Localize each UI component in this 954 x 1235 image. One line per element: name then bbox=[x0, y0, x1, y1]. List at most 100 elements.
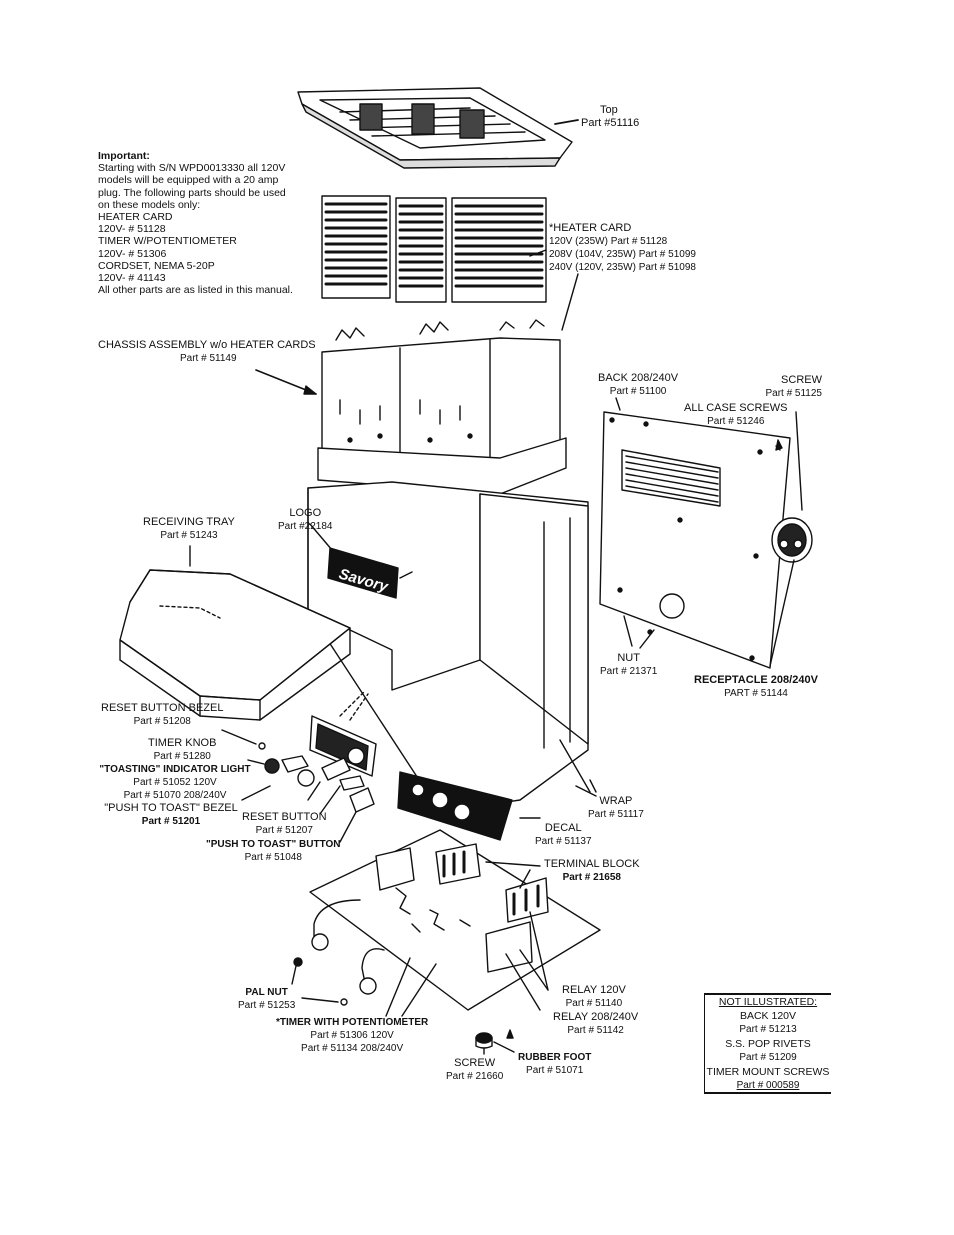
nut-part: Part # 21371 bbox=[600, 666, 658, 677]
receptacle-drawing bbox=[769, 411, 813, 667]
important-line: 120V- # 51306 bbox=[98, 247, 167, 260]
logo-name: LOGO bbox=[289, 507, 322, 519]
label-screw-top: SCREW Part # 51125 bbox=[752, 374, 822, 400]
not-illustrated-box: NOT ILLUSTRATED: BACK 120V Part # 51213 … bbox=[704, 993, 831, 1094]
label-receiving-tray: RECEIVING TRAY Part # 51243 bbox=[143, 516, 235, 542]
not-illustrated-line: TIMER MOUNT SCREWS bbox=[706, 1066, 830, 1078]
label-heater-card: *HEATER CARD 120V (235W) Part # 51128 20… bbox=[549, 222, 696, 274]
rubber-foot-part: Part # 51071 bbox=[526, 1065, 584, 1076]
label-pal-nut: PAL NUT Part # 51253 bbox=[238, 986, 295, 1012]
label-toasting-light: "TOASTING" INDICATOR LIGHT Part # 51052 … bbox=[90, 763, 260, 802]
label-screw-bottom: SCREW Part # 21660 bbox=[446, 1057, 503, 1083]
screw-top-name: SCREW bbox=[781, 374, 822, 386]
important-line: CORDSET, NEMA 5-20P bbox=[98, 259, 215, 272]
heater-card-line: 120V (235W) Part # 51128 bbox=[549, 236, 668, 247]
label-nut: NUT Part # 21371 bbox=[600, 652, 657, 678]
label-terminal-block: TERMINAL BLOCK Part # 21658 bbox=[544, 858, 640, 884]
decal-part: Part # 51137 bbox=[535, 836, 592, 847]
label-receptacle: RECEPTACLE 208/240V PART # 51144 bbox=[694, 674, 818, 700]
all-case-screws-name: ALL CASE SCREWS bbox=[684, 402, 788, 414]
label-push-to-toast-bezel: "PUSH TO TOAST" BEZEL Part # 51201 bbox=[100, 802, 242, 828]
label-top: Top bbox=[600, 104, 618, 117]
nut-name: NUT bbox=[617, 652, 640, 664]
wrap-part: Part # 51117 bbox=[588, 809, 644, 820]
timer-pot-part: Part # 51306 120V bbox=[310, 1030, 394, 1041]
toasting-light-name: "TOASTING" INDICATOR LIGHT bbox=[99, 764, 251, 775]
wrap-name: WRAP bbox=[599, 795, 633, 807]
reset-button-name: RESET BUTTON bbox=[242, 811, 327, 823]
circuit-board-drawing bbox=[291, 829, 601, 1017]
chassis-name: CHASSIS ASSEMBLY w/o HEATER CARDS bbox=[98, 339, 316, 351]
push-button-part: Part # 51048 bbox=[244, 852, 302, 863]
heater-card-name: *HEATER CARD bbox=[549, 222, 632, 234]
relay-120-part: Part # 51140 bbox=[565, 998, 623, 1009]
push-bezel-part: Part # 51201 bbox=[141, 816, 201, 827]
important-line: TIMER W/POTENTIOMETER bbox=[98, 235, 237, 248]
push-button-name: "PUSH TO TOAST" BUTTON bbox=[206, 839, 341, 850]
label-rubber-foot: RUBBER FOOT Part # 51071 bbox=[518, 1051, 591, 1077]
important-line: models will be equipped with a 20 amp bbox=[98, 174, 279, 187]
label-decal: DECAL Part # 51137 bbox=[535, 822, 592, 848]
not-illustrated-line: BACK 120V bbox=[739, 1010, 797, 1022]
pal-nut-name: PAL NUT bbox=[245, 987, 288, 998]
logo-plate-drawing bbox=[309, 523, 413, 599]
important-line: HEATER CARD bbox=[98, 211, 173, 224]
heater-cards-drawing bbox=[321, 195, 579, 331]
toasting-light-part: Part # 51052 120V bbox=[133, 777, 217, 788]
terminal-block-name: TERMINAL BLOCK bbox=[544, 858, 640, 870]
not-illustrated-line: Part # 51209 bbox=[739, 1052, 797, 1063]
toasting-light-part: Part # 51070 208/240V bbox=[123, 790, 227, 801]
reset-bezel-part: Part # 51208 bbox=[133, 716, 191, 727]
label-logo: LOGO Part #22184 bbox=[278, 507, 333, 533]
label-chassis: CHASSIS ASSEMBLY w/o HEATER CARDS Part #… bbox=[98, 339, 316, 365]
receiving-tray-drawing bbox=[119, 545, 351, 721]
chassis-part: Part # 51149 bbox=[180, 353, 237, 364]
timer-knob-part: Part # 51280 bbox=[153, 751, 211, 762]
logo-part: Part #22184 bbox=[278, 521, 333, 532]
label-reset-button-bezel: RESET BUTTON BEZEL Part # 51208 bbox=[101, 702, 223, 728]
label-top-part: Part #51116 bbox=[581, 117, 639, 130]
important-line: 120V- # 41143 bbox=[98, 272, 166, 285]
relay-120-name: RELAY 120V bbox=[562, 984, 626, 996]
timer-pot-name: *TIMER WITH POTENTIOMETER bbox=[276, 1017, 429, 1028]
terminal-block-part: Part # 21658 bbox=[562, 872, 621, 883]
receptacle-name: RECEPTACLE 208/240V bbox=[694, 674, 818, 686]
important-line: All other parts are as listed in this ma… bbox=[98, 284, 293, 297]
top-cover-drawing bbox=[297, 87, 579, 169]
label-back: BACK 208/240V Part # 51100 bbox=[598, 372, 678, 398]
label-timer-pot: *TIMER WITH POTENTIOMETER Part # 51306 1… bbox=[276, 1016, 428, 1055]
rubber-foot-name: RUBBER FOOT bbox=[518, 1052, 592, 1063]
receiving-tray-part: Part # 51243 bbox=[160, 530, 218, 541]
rubber-foot-drawing bbox=[475, 1029, 515, 1055]
relay-208-part: Part # 51142 bbox=[567, 1025, 624, 1036]
important-note: Important: Starting with S/N WPD0013330 … bbox=[98, 150, 293, 296]
label-reset-button: RESET BUTTON Part # 51207 bbox=[242, 811, 327, 837]
all-case-screws-part: Part # 51246 bbox=[707, 416, 765, 427]
decal-name: DECAL bbox=[544, 822, 582, 834]
label-push-to-toast-button: "PUSH TO TOAST" BUTTON Part # 51048 bbox=[206, 838, 341, 864]
label-timer-knob: TIMER KNOB Part # 51280 bbox=[148, 737, 216, 763]
important-line: Starting with S/N WPD0013330 all 120V bbox=[98, 162, 286, 175]
back-name: BACK 208/240V bbox=[598, 372, 679, 384]
chassis-drawing bbox=[255, 319, 567, 495]
reset-bezel-name: RESET BUTTON BEZEL bbox=[101, 702, 224, 714]
heater-card-line: 208V (104V, 235W) Part # 51099 bbox=[549, 249, 696, 260]
important-heading: Important: bbox=[98, 150, 150, 162]
important-line: on these models only: bbox=[98, 198, 201, 211]
back-part: Part # 51100 bbox=[609, 386, 667, 397]
small-controls-drawing bbox=[221, 729, 375, 843]
label-relay-120: RELAY 120V Part # 51140 bbox=[562, 984, 626, 1010]
relay-208-name: RELAY 208/240V bbox=[553, 1011, 639, 1023]
heater-card-line: 240V (120V, 235W) Part # 51098 bbox=[549, 262, 696, 273]
back-panel-drawing bbox=[599, 397, 791, 669]
important-line: 120V- # 51128 bbox=[98, 223, 166, 236]
not-illustrated-line: Part # 51213 bbox=[739, 1024, 797, 1035]
receiving-tray-name: RECEIVING TRAY bbox=[143, 516, 235, 528]
not-illustrated-heading: NOT ILLUSTRATED: bbox=[718, 996, 818, 1008]
push-bezel-name: "PUSH TO TOAST" BEZEL bbox=[104, 802, 238, 814]
not-illustrated-line: Part # 000589 bbox=[736, 1080, 800, 1091]
important-line: plug. The following parts should be used bbox=[98, 186, 286, 199]
label-wrap: WRAP Part # 51117 bbox=[588, 795, 644, 821]
label-relay-208: RELAY 208/240V Part # 51142 bbox=[553, 1011, 638, 1037]
